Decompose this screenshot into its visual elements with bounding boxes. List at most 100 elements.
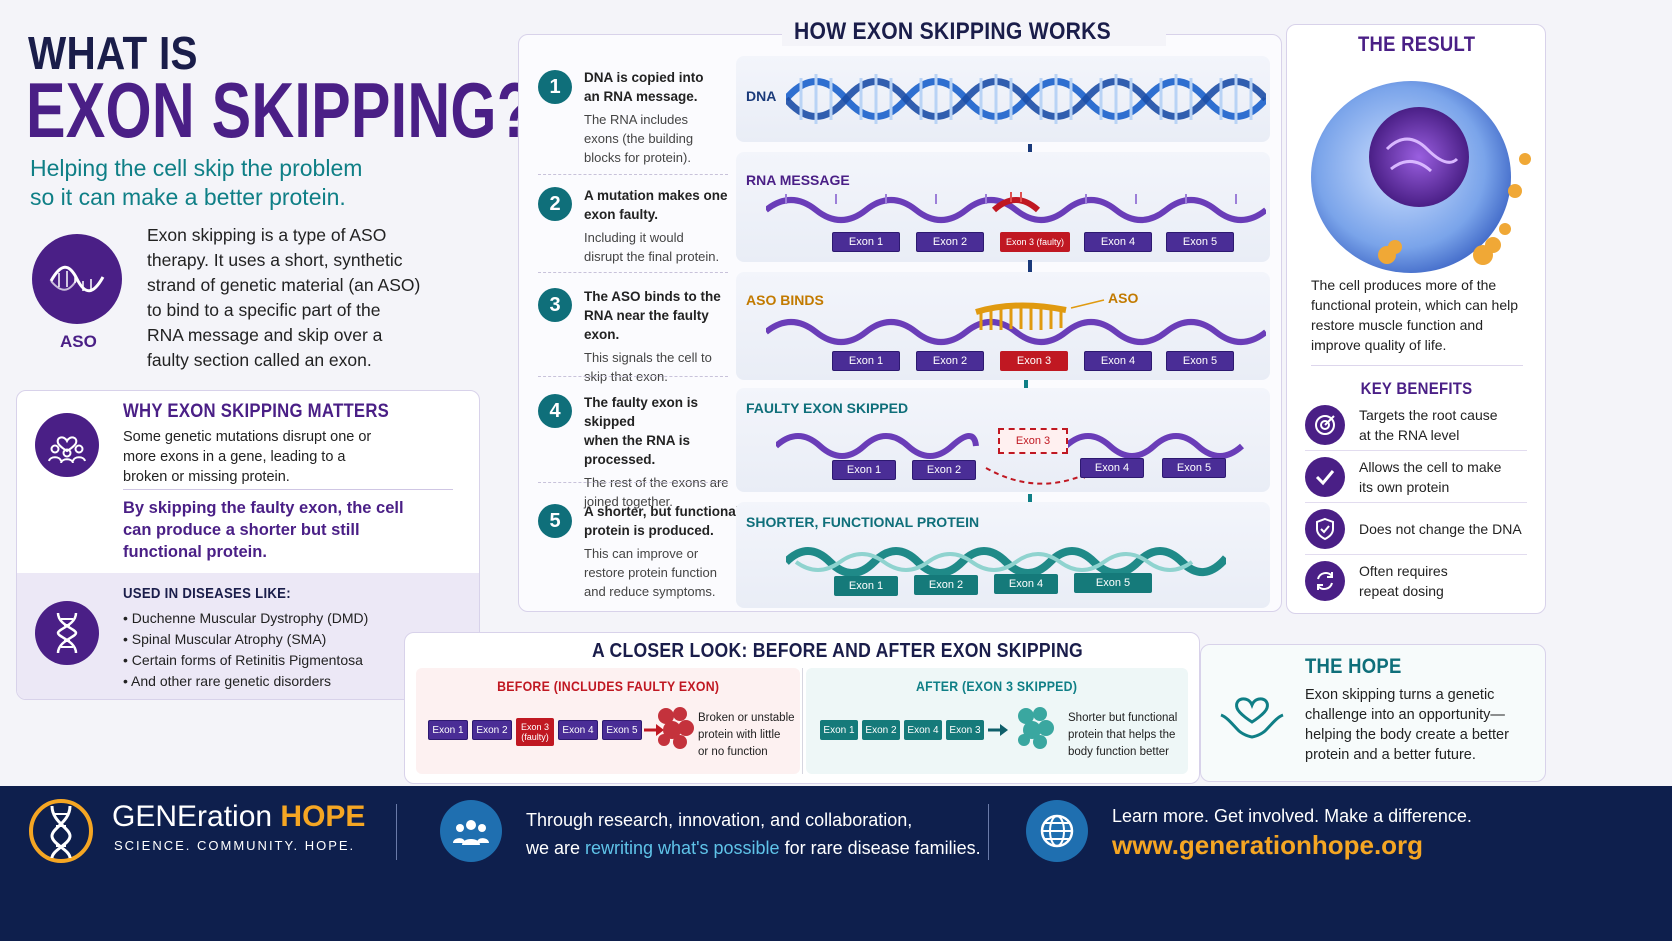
exon-4-block: Exon 4 bbox=[1084, 232, 1152, 252]
exon-4-block: Exon 4 bbox=[904, 720, 942, 740]
title-line1: WHAT IS bbox=[28, 27, 198, 79]
hope-title: THE HOPE bbox=[1305, 655, 1402, 678]
result-title: THE RESULT bbox=[1358, 33, 1476, 56]
panel-aso-binds: ASO BINDS ASO Exon 1 Exon 2 Exon 3 Exon … bbox=[736, 272, 1270, 380]
list-item: • And other rare genetic disorders bbox=[123, 673, 332, 689]
how-title: HOW EXON SKIPPING WORKS bbox=[782, 18, 1167, 46]
closer-look-title: A CLOSER LOOK: BEFORE AND AFTER EXON SKI… bbox=[582, 640, 1160, 663]
exon-2-block: Exon 2 bbox=[912, 460, 976, 480]
globe-icon bbox=[1026, 800, 1088, 862]
step-4-number: 4 bbox=[538, 394, 572, 428]
dna-helix-graphic bbox=[786, 74, 1266, 124]
generation-hope-logo-icon bbox=[29, 799, 93, 863]
dna-icon bbox=[35, 601, 99, 665]
exon-1-block: Exon 1 bbox=[820, 720, 858, 740]
panel-dna: DNA bbox=[736, 56, 1270, 142]
panel-rna-label: RNA MESSAGE bbox=[746, 172, 850, 188]
footer-mission: Through research, innovation, and collab… bbox=[526, 810, 981, 858]
aso-binding-graphic bbox=[766, 299, 1266, 345]
result-card: THE RESULT The cell produces more of the… bbox=[1286, 24, 1546, 614]
brand-tagline: SCIENCE. COMMUNITY. HOPE. bbox=[114, 838, 356, 853]
after-panel: AFTER (EXON 3 SKIPPED) Exon 1 Exon 2 Exo… bbox=[806, 668, 1188, 774]
step-2-number: 2 bbox=[538, 187, 572, 221]
arrow-right-icon bbox=[988, 724, 1008, 736]
community-heart-icon bbox=[35, 413, 99, 477]
functional-protein-icon bbox=[1018, 707, 1054, 749]
shield-icon bbox=[1305, 508, 1345, 549]
panel-aso-label: ASO BINDS bbox=[746, 292, 824, 308]
exon-5-block: Exon 5 bbox=[1162, 458, 1226, 478]
protein-strand-graphic bbox=[786, 547, 1226, 577]
exon-3-block: Exon 3 bbox=[1000, 351, 1068, 371]
exon-4-block: Exon 4 bbox=[994, 574, 1058, 594]
why-title: WHY EXON SKIPPING MATTERS bbox=[123, 401, 390, 422]
exon-2-block: Exon 2 bbox=[472, 720, 512, 740]
check-icon bbox=[1305, 456, 1345, 497]
benefits-title: KEY BENEFITS bbox=[1361, 379, 1473, 398]
panel-functional-protein: SHORTER, FUNCTIONAL PROTEIN Exon 1 Exon … bbox=[736, 502, 1270, 608]
broken-protein-icon bbox=[658, 707, 694, 749]
diseases-list: • Duchenne Muscular Dystrophy (DMD) • Sp… bbox=[123, 608, 368, 692]
exon-2-block: Exon 2 bbox=[862, 720, 900, 740]
exon-3-faulty-block: Exon 3 (faulty) bbox=[1000, 232, 1070, 252]
exon-1-block: Exon 1 bbox=[428, 720, 468, 740]
panel-protein-label: SHORTER, FUNCTIONAL PROTEIN bbox=[746, 514, 980, 530]
list-item: • Certain forms of Retinitis Pigmentosa bbox=[123, 652, 363, 668]
aso-strand-label: ASO bbox=[1108, 290, 1139, 306]
panel-skipped-label: FAULTY EXON SKIPPED bbox=[746, 400, 909, 416]
exon-5-block: Exon 5 bbox=[1166, 351, 1234, 371]
rna-strand-graphic bbox=[766, 192, 1266, 223]
exon-1-block: Exon 1 bbox=[832, 460, 896, 480]
exon-4-block: Exon 4 bbox=[1080, 458, 1144, 478]
exon-5-block: Exon 5 bbox=[1166, 232, 1234, 252]
panel-exon-skipped: FAULTY EXON SKIPPED Exon 3 Exon 1 Exon 2… bbox=[736, 388, 1270, 492]
exon-1-block: Exon 1 bbox=[834, 576, 898, 596]
exon-1-block: Exon 1 bbox=[832, 351, 900, 371]
step-3-number: 3 bbox=[538, 288, 572, 322]
exon-2-block: Exon 2 bbox=[916, 232, 984, 252]
community-icon bbox=[440, 800, 502, 862]
exon-2-block: Exon 2 bbox=[916, 351, 984, 371]
footer-cta: Learn more. Get involved. Make a differe… bbox=[1112, 806, 1472, 826]
exon-4-block: Exon 4 bbox=[558, 720, 598, 740]
brand-name: GENEration HOPE bbox=[112, 800, 366, 833]
page-title: EXON SKIPPING? bbox=[26, 66, 534, 154]
arrow-right-icon bbox=[644, 724, 664, 736]
exon-5-block: Exon 5 bbox=[1074, 573, 1152, 593]
exon-4-block: Exon 4 bbox=[1084, 351, 1152, 371]
list-item: • Duchenne Muscular Dystrophy (DMD) bbox=[123, 610, 369, 626]
exon-2-block: Exon 2 bbox=[914, 575, 978, 595]
step-5-number: 5 bbox=[538, 504, 572, 538]
website-link[interactable]: www.generationhope.org bbox=[1112, 830, 1424, 860]
repeat-icon bbox=[1305, 561, 1345, 601]
exon-3-skipped-block: Exon 3 bbox=[998, 428, 1068, 454]
exon-5-block: Exon 5 bbox=[602, 720, 642, 740]
exon-block: Exon 3 bbox=[946, 720, 984, 740]
aso-label: ASO bbox=[60, 332, 97, 351]
cell-illustration bbox=[1311, 81, 1531, 273]
diseases-title: USED IN DISEASES LIKE: bbox=[123, 585, 291, 602]
why-card: WHY EXON SKIPPING MATTERS Some genetic m… bbox=[16, 390, 480, 700]
step-1-number: 1 bbox=[538, 70, 572, 104]
panel-rna: RNA MESSAGE Exon 1 Exon 2 Exon 3 (faulty… bbox=[736, 152, 1270, 262]
benefit-item: Does not change the DNA bbox=[1305, 503, 1527, 555]
panel-dna-label: DNA bbox=[746, 88, 777, 104]
